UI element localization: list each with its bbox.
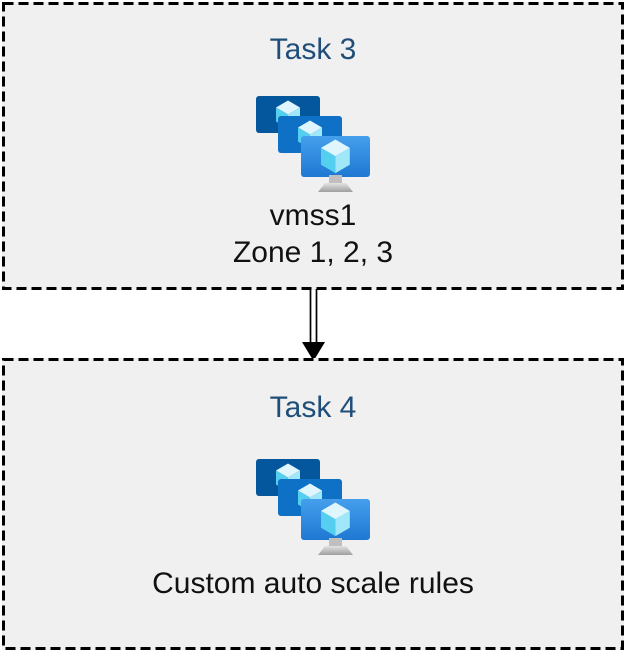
vm-scale-sets-icon <box>256 96 370 192</box>
task3-box: Task 3 vmss1 Zone 1, 2, 3 <box>2 2 624 290</box>
task3-vmss-name-label: vmss1 <box>269 199 357 232</box>
task3-zones-label: Zone 1, 2, 3 <box>232 236 394 269</box>
task3-title: Task 3 <box>269 33 357 66</box>
vm-scale-sets-icon <box>256 459 370 555</box>
task4-title: Task 4 <box>269 391 357 424</box>
task4-autoscale-label: Custom auto scale rules <box>152 567 474 600</box>
down-arrow-connector <box>302 289 325 361</box>
task4-box: Task 4 Custom auto scale rules <box>2 358 624 650</box>
